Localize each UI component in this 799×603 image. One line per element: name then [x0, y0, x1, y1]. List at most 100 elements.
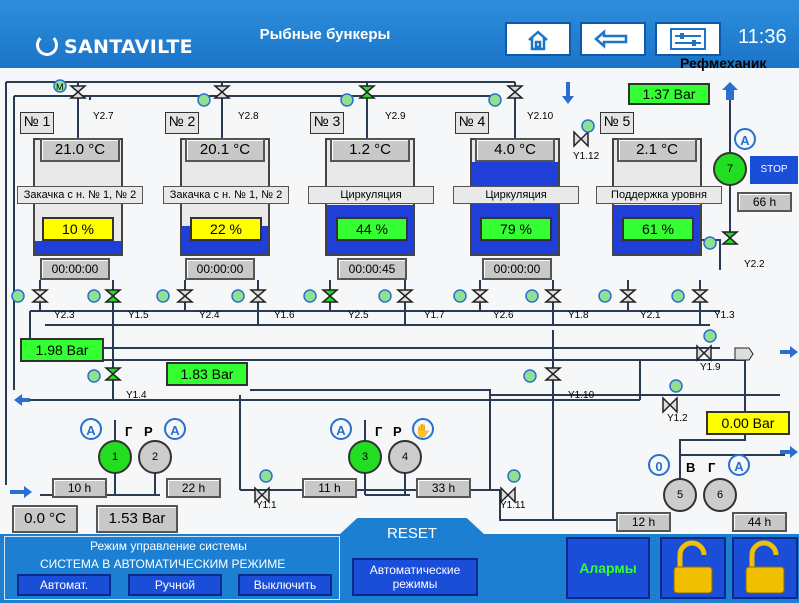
tank-4-mode-button[interactable]: Циркуляция	[453, 186, 579, 204]
valve-label: Y1.8	[568, 310, 589, 321]
valve-label: Y1.6	[274, 310, 295, 321]
valve-label: Y1.2	[667, 413, 688, 424]
logo: SANTAVILTE	[36, 34, 193, 58]
lock-button-1[interactable]	[660, 537, 726, 599]
padlock-open-icon	[673, 540, 713, 594]
valve-label: Y1.12	[573, 151, 600, 162]
power-icon	[36, 34, 58, 56]
pump-1[interactable]: 1	[98, 440, 132, 474]
pump-4-hours: 33 h	[416, 478, 471, 498]
hand-mode-icon[interactable]: ✋	[412, 418, 434, 440]
back-arrow-icon	[594, 29, 628, 49]
auto-button[interactable]: Автомат.	[17, 574, 111, 596]
sliders-icon	[670, 28, 706, 50]
pump-3-hours: 11 h	[302, 478, 357, 498]
valve-label: Y2.2	[744, 259, 765, 270]
valve-label: Y2.1	[640, 310, 661, 321]
tank-1-level: 10 %	[42, 217, 114, 241]
tank-1-temp: 21.0 °C	[40, 138, 120, 162]
reset-button[interactable]: RESET	[340, 518, 484, 550]
valve-label: Y2.5	[348, 310, 369, 321]
pressure-mid: 1.83 Bar	[166, 362, 248, 386]
pump-group-label: Г	[125, 424, 133, 439]
tank-3-temp: 1.2 °C	[330, 138, 410, 162]
motor-label: M	[56, 82, 64, 92]
pump-2[interactable]: 2	[138, 440, 172, 474]
pump-group-label: Г	[708, 460, 716, 475]
auto-mode-icon[interactable]: A	[330, 418, 352, 440]
home-button[interactable]	[505, 22, 571, 56]
valve-label: Y2.6	[493, 310, 514, 321]
auto-modes-button[interactable]: Автоматические режимы	[352, 558, 478, 596]
pump-7-hours: 66 h	[737, 192, 792, 212]
off-button[interactable]: Выключить	[238, 574, 332, 596]
pump-group-label: Г	[375, 424, 383, 439]
valve-label: Y1.3	[714, 310, 735, 321]
manual-button[interactable]: Ручной	[128, 574, 222, 596]
pump-group-label: В	[686, 460, 696, 475]
valve-label: Y2.9	[385, 111, 406, 122]
valve-label: Y2.3	[54, 310, 75, 321]
pump-5-hours: 12 h	[616, 512, 671, 532]
valve-label: Y1.1	[256, 500, 277, 511]
tank-5-temp: 2.1 °C	[617, 138, 697, 162]
auto-mode-icon[interactable]: A	[728, 454, 750, 476]
tank-2-mode-button[interactable]: Закачка с н. № 1, № 2	[163, 186, 289, 204]
tank-1-water	[35, 241, 121, 254]
tank-2-number: № 2	[165, 112, 199, 134]
valve-label: Y1.7	[424, 310, 445, 321]
pressure-top-right: 1.37 Bar	[628, 83, 710, 105]
back-button[interactable]	[580, 22, 646, 56]
tank-5-number: № 5	[600, 112, 634, 134]
tank-3-number: № 3	[310, 112, 344, 134]
pressure-bottom: 1.53 Bar	[96, 505, 178, 533]
tank-2-timer: 00:00:00	[185, 258, 255, 280]
valve-label: Y2.7	[93, 111, 114, 122]
pump-3[interactable]: 3	[348, 440, 382, 474]
auto-mode-icon[interactable]: A	[80, 418, 102, 440]
tank-1-mode-button[interactable]: Закачка с н. № 1, № 2	[17, 186, 143, 204]
pump-4[interactable]: 4	[388, 440, 422, 474]
valve-label: Y1.5	[128, 310, 149, 321]
auto-mode-icon[interactable]: A	[734, 128, 756, 150]
pump-group-label: Р	[144, 424, 153, 439]
tank-4-number: № 4	[455, 112, 489, 134]
tank-3-timer: 00:00:45	[337, 258, 407, 280]
control-mode-panel	[4, 536, 340, 600]
tank-4-level: 79 %	[480, 217, 552, 241]
stop-button[interactable]: STOP	[750, 156, 798, 184]
settings-button[interactable]	[655, 22, 721, 56]
tank-1-timer: 00:00:00	[40, 258, 110, 280]
padlock-open-icon	[745, 540, 785, 594]
tank-3-level: 44 %	[336, 217, 408, 241]
tank-3-mode-button[interactable]: Циркуляция	[308, 186, 434, 204]
pump-group-label: Р	[393, 424, 402, 439]
inlet-temp: 0.0 °C	[12, 505, 78, 533]
user-role: Рефмеханик	[680, 55, 767, 71]
valve-label: Y1.9	[700, 362, 721, 373]
page-title: Рыбные бункеры	[259, 26, 391, 43]
tank-2-level: 22 %	[190, 217, 262, 241]
lock-button-2[interactable]	[732, 537, 798, 599]
clock: 11:36	[738, 26, 787, 48]
valve-label: Y2.8	[238, 111, 259, 122]
pump-5[interactable]: 5	[663, 478, 697, 512]
tank-4-temp: 4.0 °C	[475, 138, 555, 162]
pump-6[interactable]: 6	[703, 478, 737, 512]
auto-mode-icon[interactable]: A	[164, 418, 186, 440]
pump-6-hours: 44 h	[732, 512, 787, 532]
valve-symbols	[11, 79, 754, 504]
system-state: СИСТЕМА В АВТОМАТИЧЕСКИМ РЕЖИМЕ	[40, 557, 286, 571]
off-mode-icon[interactable]: 0	[648, 454, 670, 476]
pump-7[interactable]: 7	[713, 152, 747, 186]
alarms-button[interactable]: Алармы	[566, 537, 650, 599]
tank-2-temp: 20.1 °C	[185, 138, 265, 162]
valve-label: Y2.10	[527, 111, 554, 122]
pump-1-hours: 10 h	[52, 478, 107, 498]
valve-label: Y2.4	[199, 310, 220, 321]
pressure-left: 1.98 Bar	[20, 338, 104, 362]
control-mode-title: Режим управление системы	[90, 539, 247, 553]
valve-label: Y1.4	[126, 390, 147, 401]
tank-5-mode-button[interactable]: Поддержка уровня	[596, 186, 722, 204]
tank-1-number: № 1	[20, 112, 54, 134]
